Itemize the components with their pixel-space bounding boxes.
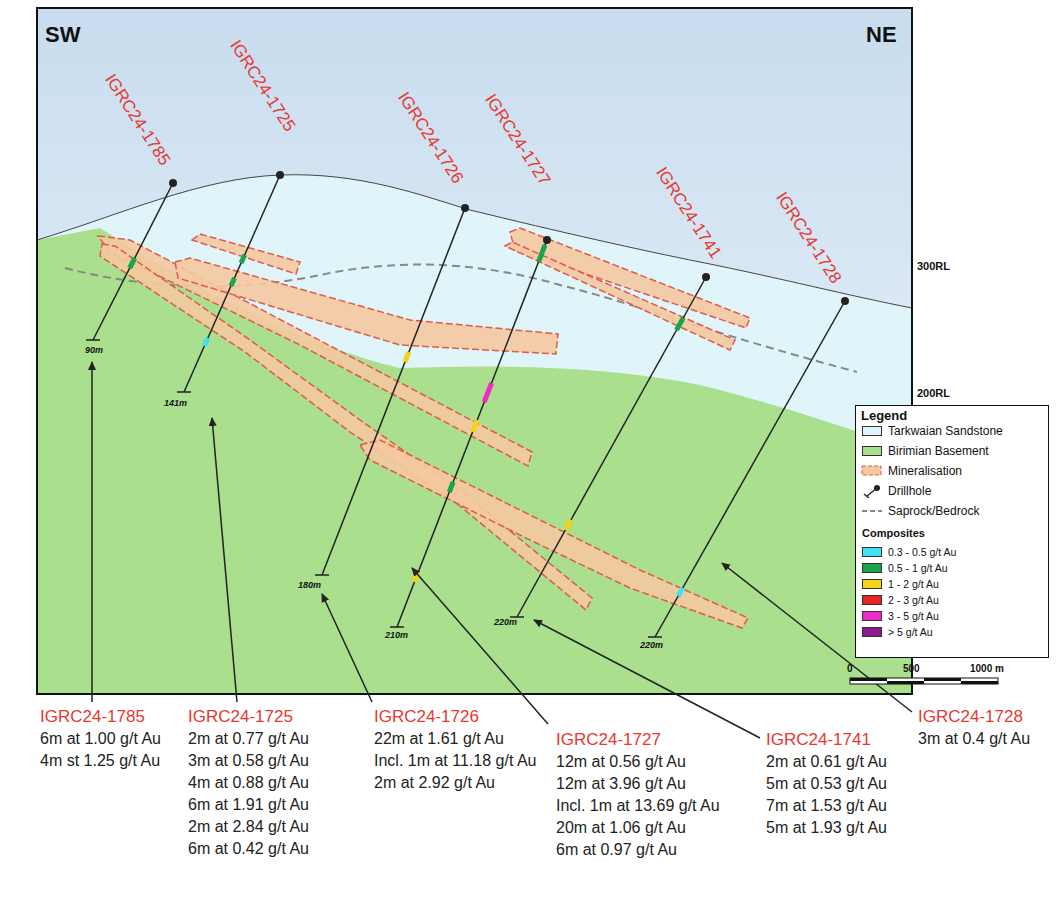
legend-sample <box>861 484 883 498</box>
intercept-text: 4m st 1.25 g/t Au <box>40 751 160 770</box>
label: 220m <box>640 640 663 651</box>
leader-arrows <box>92 362 912 738</box>
intercept-text: 22m at 1.61 g/t Au <box>374 729 504 748</box>
label: 90m <box>85 345 103 356</box>
intercept-text: 4m at 0.88 g/t Au <box>188 773 309 792</box>
callout-title: IGRC24-1785 <box>40 707 145 727</box>
legend-swatch <box>862 563 882 573</box>
drillholes <box>86 175 845 637</box>
legend-text: Mineralisation <box>888 464 962 478</box>
label: 141m <box>164 398 187 409</box>
legend-swatch <box>862 595 882 605</box>
intercept-text: 7m at 1.53 g/t Au <box>766 796 887 815</box>
intercept-text: Incl. 1m at 11.18 g/t Au <box>374 751 536 770</box>
intercept-text: 2m at 0.77 g/t Au <box>188 729 309 748</box>
legend-text: Birimian Basement <box>888 444 989 458</box>
callout-title: IGRC24-1725 <box>188 707 293 727</box>
legend-text: > 5 g/t Au <box>888 626 933 639</box>
label: NE <box>866 22 897 48</box>
legend-text: Saprock/Bedrock <box>888 504 979 518</box>
label: 220m <box>494 617 517 628</box>
label: 1000 m <box>970 663 1004 675</box>
label: 210m <box>385 630 408 641</box>
intercept-text: 6m at 1.91 g/t Au <box>188 795 309 814</box>
legend-sample <box>861 504 883 518</box>
frame <box>37 8 912 694</box>
intercept-text: 6m at 1.00 g/t Au <box>40 729 161 748</box>
legend-text: 3 - 5 g/t Au <box>888 610 939 623</box>
legend-swatch <box>862 611 882 621</box>
legend-text: Drillhole <box>888 484 931 498</box>
label: SW <box>45 22 80 48</box>
legend-swatch <box>862 426 882 436</box>
legend-swatch <box>862 446 882 456</box>
legend-text: 0.5 - 1 g/t Au <box>888 562 948 575</box>
intercept-text: 6m at 0.97 g/t Au <box>556 840 677 859</box>
label: Composites <box>862 527 925 540</box>
intercept-text: 12m at 3.96 g/t Au <box>556 774 686 793</box>
callout-title: IGRC24-1728 <box>918 707 1023 727</box>
legend-swatch <box>862 547 882 557</box>
callout-title: IGRC24-1727 <box>556 730 661 750</box>
intercept-text: 2m at 0.61 g/t Au <box>766 752 887 771</box>
intercept-text: 3m at 0.58 g/t Au <box>188 751 309 770</box>
intercept-text: 20m at 1.06 g/t Au <box>556 818 686 837</box>
intercept-text: 2m at 2.92 g/t Au <box>374 773 495 792</box>
legend-swatch <box>862 579 882 589</box>
mineralisation <box>98 228 750 628</box>
intercept-text: 5m at 1.93 g/t Au <box>766 818 887 837</box>
intercept-text: 12m at 0.56 g/t Au <box>556 752 686 771</box>
scale-bar <box>850 678 998 684</box>
tarkwaian-sandstone <box>37 175 912 694</box>
intercept-text: 6m at 0.42 g/t Au <box>188 839 309 858</box>
label: Legend <box>861 408 907 424</box>
intercept-text: 2m at 2.84 g/t Au <box>188 817 309 836</box>
legend-text: Tarkwaian Sandstone <box>888 424 1003 438</box>
legend-swatch <box>862 627 882 637</box>
birimian-basement <box>37 228 912 694</box>
legend-text: 1 - 2 g/t Au <box>888 578 939 591</box>
label: 200RL <box>917 387 950 400</box>
legend-text: 2 - 3 g/t Au <box>888 594 939 607</box>
callout-title: IGRC24-1741 <box>766 730 871 750</box>
label: 180m <box>298 580 321 591</box>
legend-sample <box>861 464 883 478</box>
sky <box>37 8 912 694</box>
intercept-text: 3m at 0.4 g/t Au <box>918 729 1030 748</box>
label: 500 <box>903 663 920 675</box>
collars <box>169 171 849 305</box>
label: 0 <box>847 663 853 675</box>
intercept-text: 5m at 0.53 g/t Au <box>766 774 887 793</box>
intercept-text: Incl. 1m at 13.69 g/t Au <box>556 796 720 815</box>
callout-title: IGRC24-1726 <box>374 707 479 727</box>
legend-text: 0.3 - 0.5 g/t Au <box>888 546 956 559</box>
label: 300RL <box>917 260 950 273</box>
